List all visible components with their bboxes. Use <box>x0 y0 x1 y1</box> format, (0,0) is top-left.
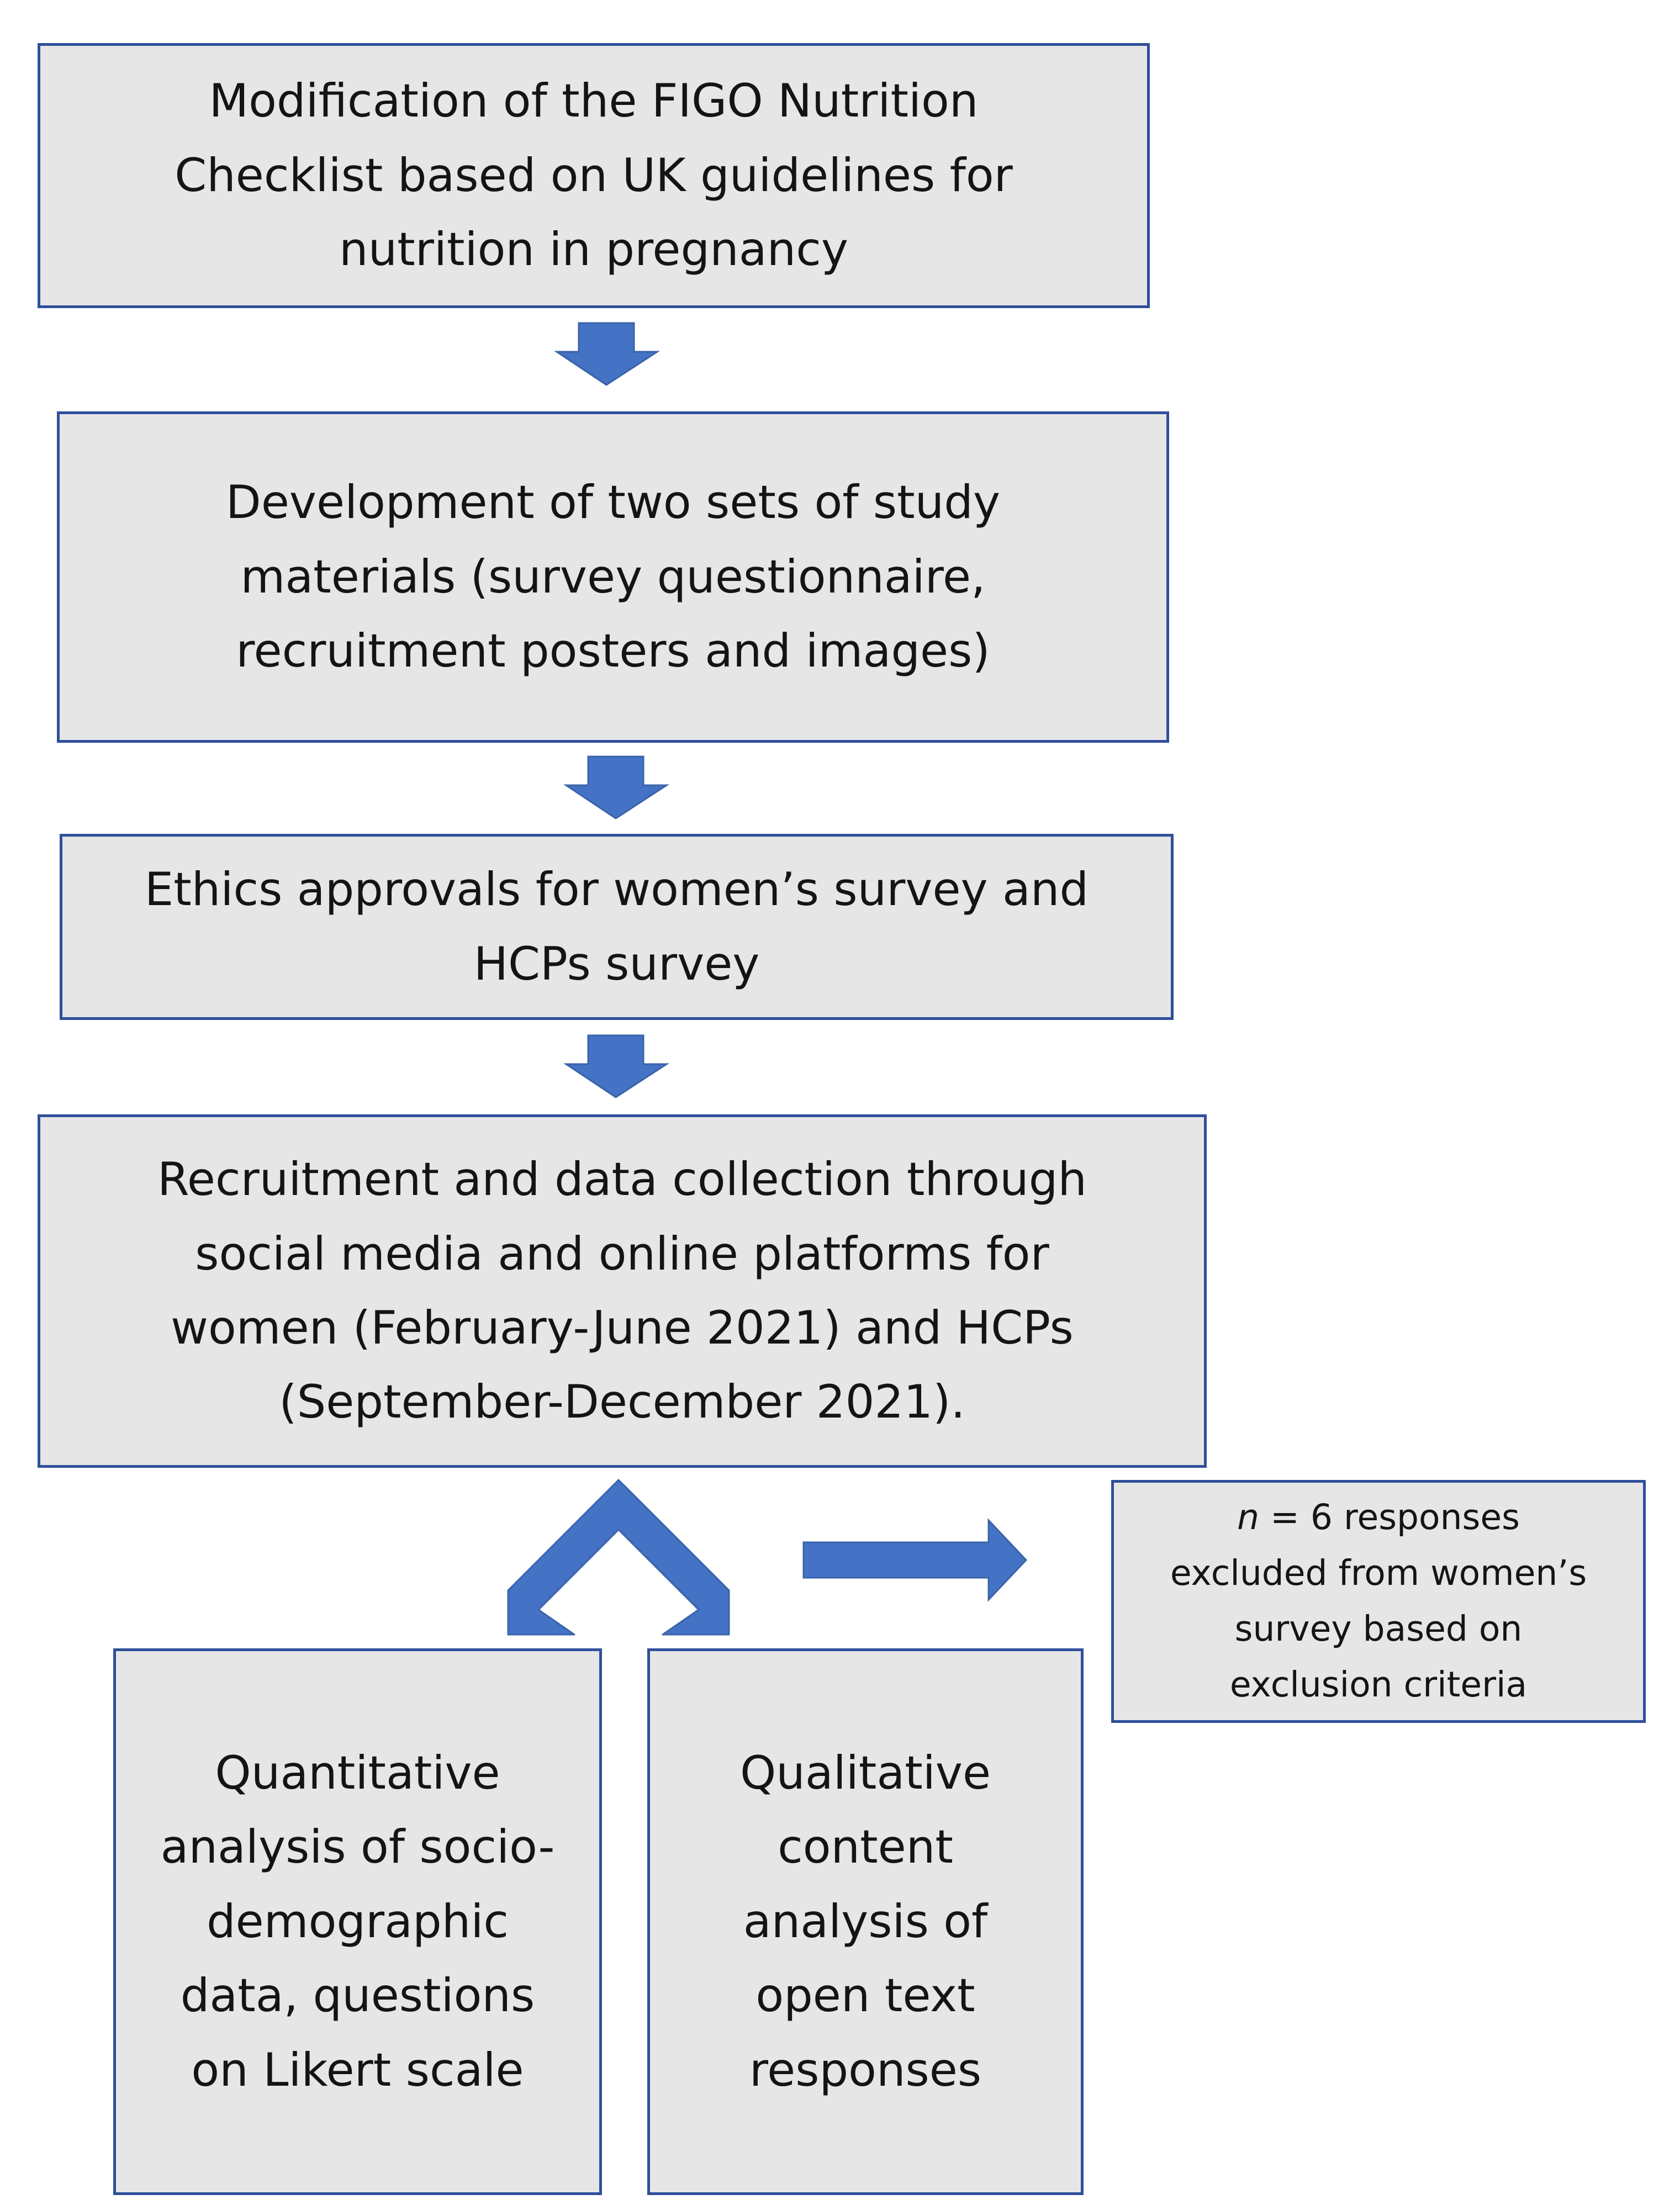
n-label: n <box>1237 1497 1259 1538</box>
box-line: Qualitative <box>739 1746 991 1800</box>
box-line: nutrition in pregnancy <box>339 223 848 277</box>
box-line: responses <box>749 2043 982 2097</box>
box-line: n = 6 responses <box>1170 1490 1587 1546</box>
box-line: Quantitative <box>215 1746 500 1800</box>
split-arrow-icon <box>507 1479 730 1636</box>
box-study-materials: Development of two sets of study materia… <box>57 411 1169 743</box>
box-line: exclusion criteria <box>1229 1664 1528 1705</box>
box-line: social media and online platforms for <box>195 1226 1049 1281</box>
down-arrow-icon <box>563 755 670 819</box>
down-arrow-icon <box>563 1034 670 1098</box>
box-line: content <box>778 1820 953 1874</box>
box-line: data, questions <box>180 1969 535 2023</box>
box-line: demographic <box>206 1894 509 1948</box>
box-ethics-approvals: Ethics approvals for women’s survey and … <box>60 834 1174 1020</box>
box-line: Development of two sets of study <box>225 475 1001 530</box>
box-line: (September-December 2021). <box>279 1375 965 1429</box>
right-arrow-icon <box>802 1518 1028 1602</box>
box-figo-modification: Modification of the FIGO Nutrition Check… <box>38 43 1150 308</box>
down-arrow-icon <box>554 322 661 386</box>
box-line: Ethics approvals for women’s survey and <box>144 863 1089 917</box>
box-line: women (February-June 2021) and HCPs <box>171 1301 1074 1355</box>
box-line: Checklist based on UK guidelines for <box>175 148 1013 202</box>
box-line: HCPs survey <box>473 937 760 991</box>
box-line: Recruitment and data collection through <box>157 1152 1087 1207</box>
box-line: materials (survey questionnaire, <box>240 549 986 604</box>
box-line: Modification of the FIGO Nutrition <box>209 74 979 128</box>
box-line: excluded from women’s <box>1170 1553 1587 1594</box>
box-qualitative-analysis: Qualitative content analysis of open tex… <box>647 1648 1084 2195</box>
box-line: on Likert scale <box>191 2043 524 2097</box>
box-excluded-responses: n = 6 responses excluded from women’s su… <box>1111 1480 1646 1723</box>
box-quantitative-analysis: Quantitative analysis of socio- demograp… <box>113 1648 602 2195</box>
box-line: recruitment posters and images) <box>236 624 990 678</box>
box-line: analysis of socio- <box>160 1820 555 1874</box>
box-line: open text <box>756 1969 975 2023</box>
box-line: survey based on <box>1234 1609 1523 1649</box>
box-line-rest: = 6 responses <box>1259 1497 1520 1538</box>
box-recruitment-data-collection: Recruitment and data collection through … <box>38 1114 1207 1468</box>
box-line: analysis of <box>743 1894 988 1948</box>
